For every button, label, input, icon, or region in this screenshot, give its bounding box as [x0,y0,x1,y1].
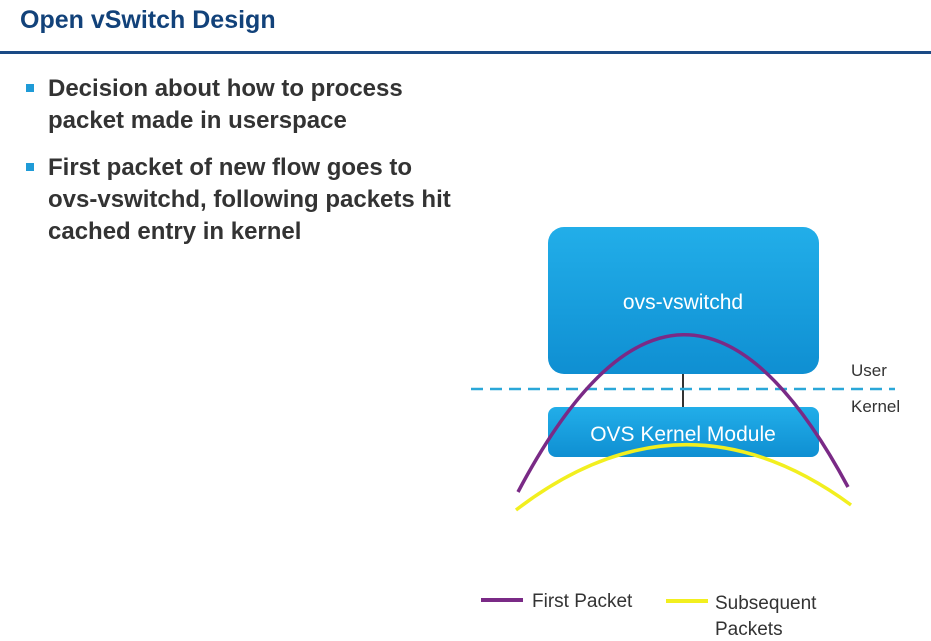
first-packet-path [516,333,850,493]
ovs-vswitchd-box [548,227,819,374]
ovs-kernel-module-box [548,407,819,457]
slide-title: Open vSwitch Design [20,6,276,34]
bullet-item: First packet of new flow goes to ovs-vsw… [20,152,460,248]
bullet-item: Decision about how to process packet mad… [20,73,460,137]
bullet-text: Decision about how to process packet mad… [48,75,403,134]
ovs-vswitchd-label: ovs-vswitchd [623,291,743,314]
user-label: User [851,361,887,380]
legend-subsequent-label-line1: Subsequent [715,593,817,614]
bullet-list: Decision about how to process packet mad… [20,73,460,263]
legend-subsequent-label-line2: Packets [715,619,783,640]
bullet-text: First packet of new flow goes to ovs-vsw… [48,154,451,245]
subsequent-packets-path [514,443,853,512]
legend-first-packet-label: First Packet [532,591,633,612]
bullet-square-icon [26,163,34,171]
ovs-kernel-module-label: OVS Kernel Module [590,423,776,446]
title-divider [0,51,931,54]
bullet-square-icon [26,84,34,92]
kernel-label: Kernel [851,397,900,416]
